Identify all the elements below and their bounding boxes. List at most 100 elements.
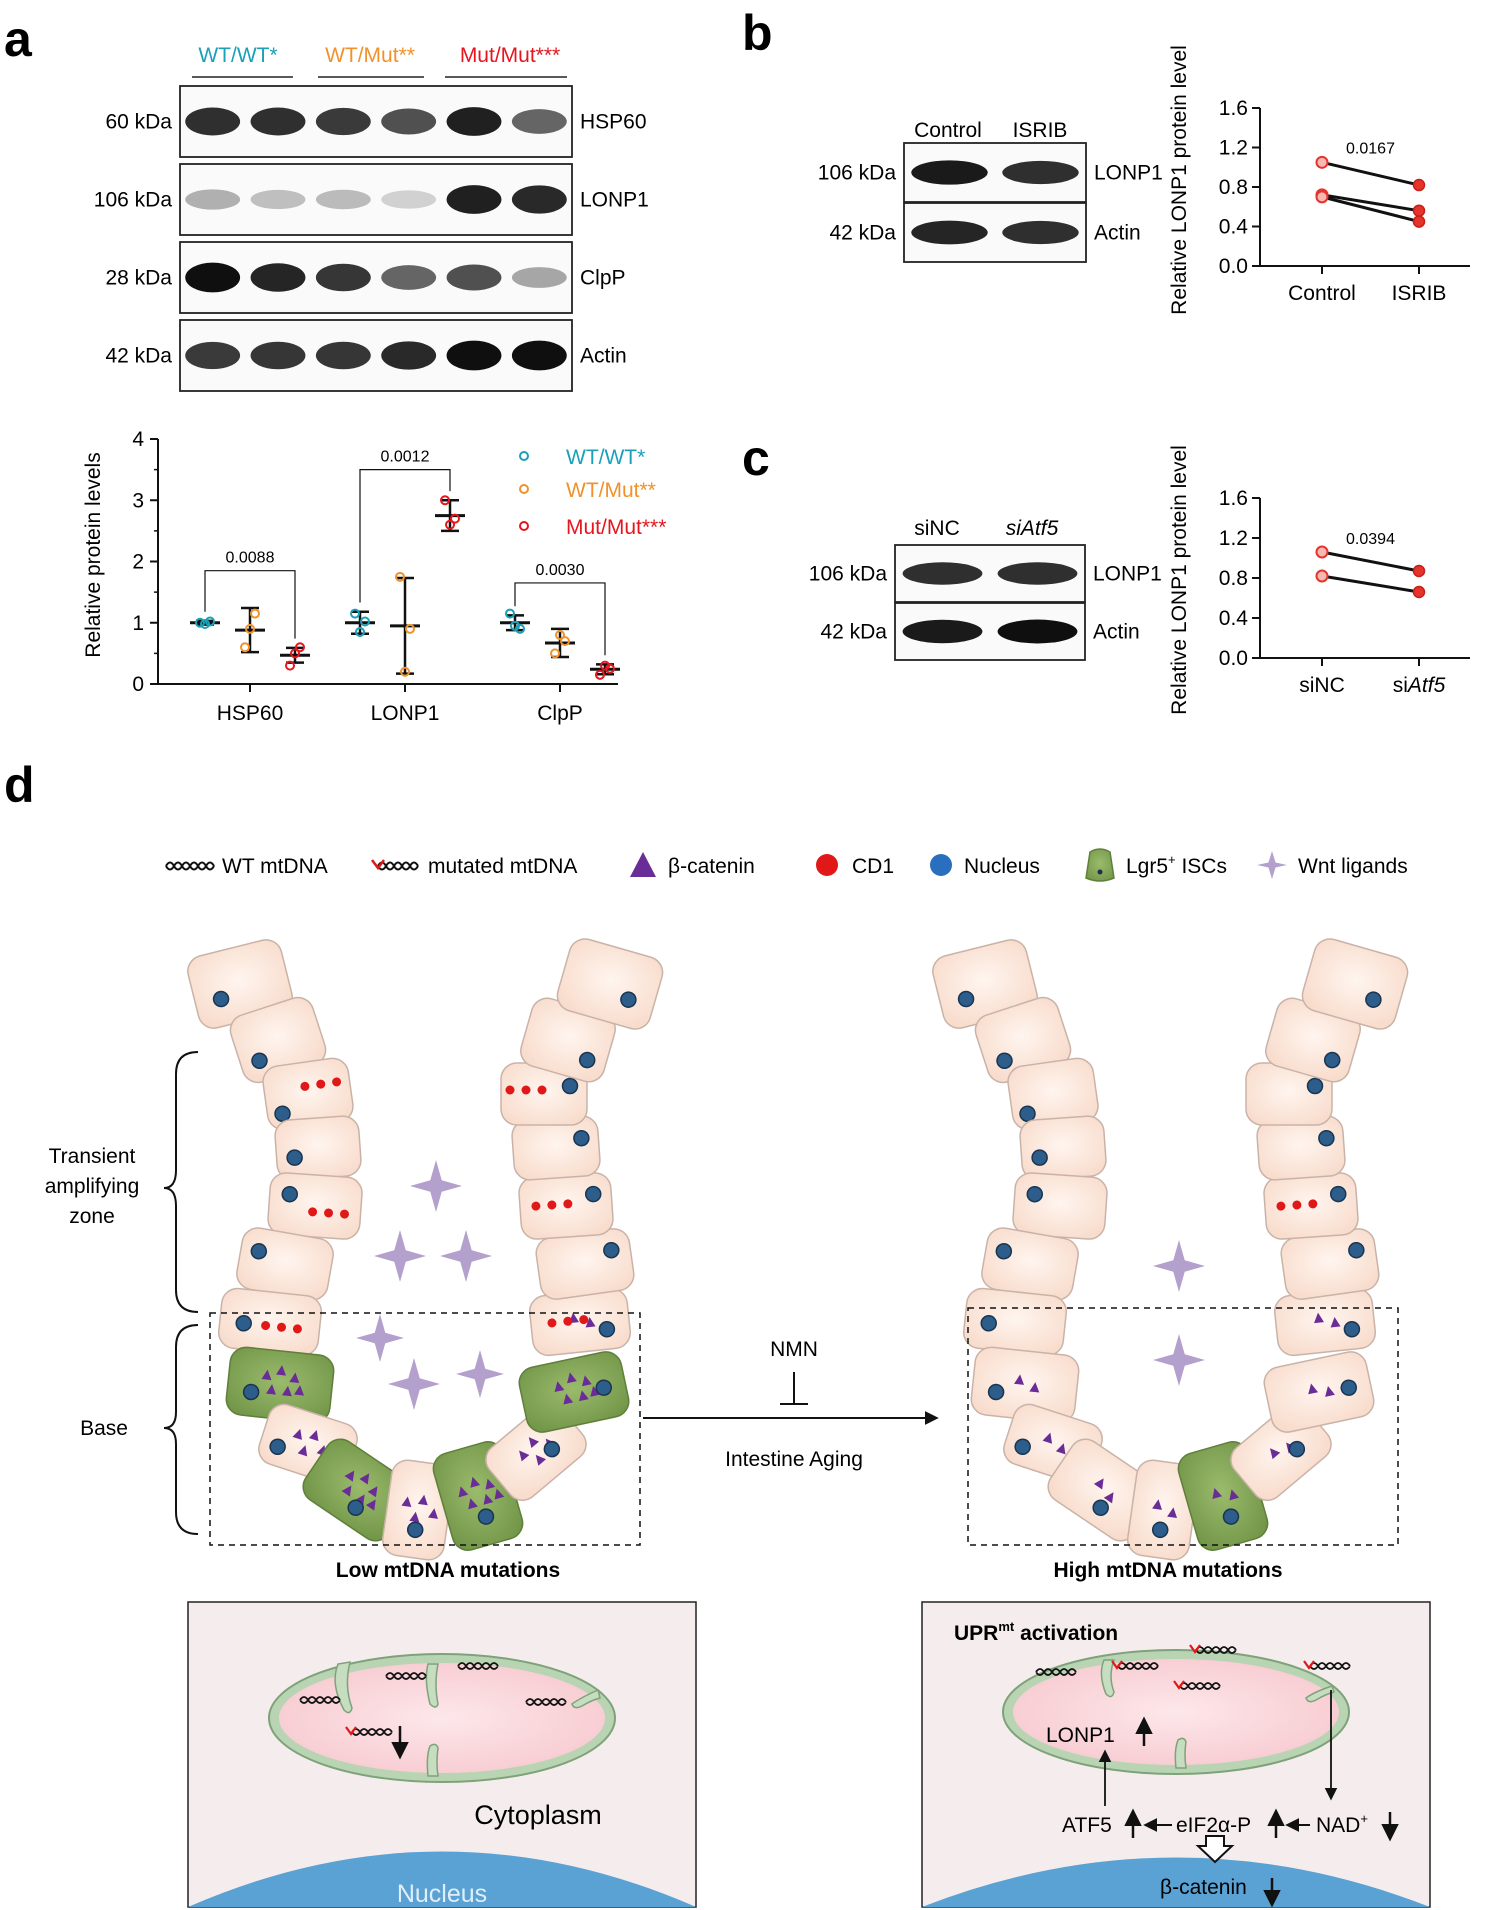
kda-label: 106 kDa (818, 162, 897, 185)
cd1 (579, 1315, 589, 1325)
bcatenin-icon (630, 852, 656, 877)
nucleus (1343, 1320, 1361, 1338)
crypt-low-mutations (187, 938, 664, 1561)
blot-actin (179, 319, 573, 392)
bcatenin (1093, 1478, 1104, 1490)
nucleus (995, 1243, 1013, 1260)
nucleus (235, 1315, 252, 1332)
nucleus (242, 1383, 260, 1401)
bcatenin (1308, 1383, 1319, 1395)
y-tick-label: 1 (132, 612, 144, 635)
significance-bracket (359, 469, 451, 603)
blot-band (185, 262, 241, 293)
lane-label-siatf5: siAtf5 (1006, 517, 1059, 540)
blot-hsp60 (179, 85, 573, 158)
wt-mtdna-icon (525, 1698, 567, 1706)
data-point (450, 513, 460, 524)
blot-band (511, 109, 567, 134)
lonp1-label: LONP1 (1046, 1724, 1115, 1747)
cd1 (547, 1318, 557, 1328)
data-point (245, 623, 255, 634)
blot-band (315, 107, 371, 136)
cd1 (324, 1208, 334, 1218)
legend-bcatenin: β-catenin (668, 855, 755, 878)
low-caption: Low mtDNA mutations (336, 1559, 560, 1582)
aging-label: Intestine Aging (725, 1448, 863, 1471)
data-point (505, 608, 515, 619)
nucleus-label-left: Nucleus (397, 1880, 487, 1908)
data-point (295, 642, 305, 653)
zone-brace (163, 1051, 199, 1313)
mutated-mtdna-icon (345, 1726, 393, 1736)
wnt-ligand (440, 1230, 492, 1282)
base-label: Base (80, 1417, 128, 1440)
y-tick-label: 0 (132, 673, 144, 696)
bcatenin (567, 1372, 577, 1384)
kda-label: 106 kDa (94, 189, 173, 212)
blot-band (997, 619, 1078, 644)
svg-text:amplifying: amplifying (45, 1175, 140, 1198)
bcatenin (494, 1488, 505, 1500)
cd1 (531, 1201, 541, 1211)
chart-b: Relative LONP1 protein level 0.00.40.81.… (1168, 45, 1470, 315)
y-tick-label: 0.4 (1219, 607, 1249, 630)
epithelial-cell (974, 996, 1072, 1084)
blot-band (911, 160, 988, 185)
group-headers: WT/WT* WT/Mut** Mut/Mut*** (192, 44, 567, 78)
y-axis-label: Relative protein levels (82, 452, 105, 657)
protein-label: Actin (1094, 222, 1141, 245)
data-point (290, 648, 300, 659)
blot-band (185, 189, 241, 210)
epithelial-cell (1273, 1287, 1377, 1357)
bcatenin (585, 1316, 596, 1328)
lane-label-isrib: ISRIB (1013, 119, 1068, 142)
epithelial-cell (1263, 1172, 1359, 1240)
group-label-3: Mut/Mut*** (460, 44, 560, 67)
bcatenin (579, 1390, 589, 1402)
data-point-after (1412, 564, 1426, 578)
wnt-ligand (374, 1230, 426, 1282)
high-caption: High mtDNA mutations (1053, 1559, 1282, 1582)
bcatenin (276, 1365, 287, 1376)
legend-wt-mtdna: WT mtDNA (222, 855, 328, 878)
bcatenin (341, 1485, 352, 1497)
bcatenin (1042, 1432, 1053, 1444)
data-point (515, 623, 525, 634)
protein-label: LONP1 (1094, 162, 1163, 185)
epithelial-cell (1263, 1351, 1375, 1433)
blot-band (250, 189, 306, 210)
panel-letter-c: c (742, 430, 770, 486)
bcatenin (281, 1385, 292, 1397)
legend-label-1: WT/WT* (566, 446, 645, 469)
blot-clpp (179, 241, 573, 314)
nucleus (281, 1185, 299, 1203)
blot-band (315, 189, 371, 210)
wt-mtdna-icon (457, 1662, 499, 1670)
mutated-mtdna-icon (1303, 1660, 1351, 1670)
mitochondria-high-box: UPRmt activation LONP1 ATF5 eIF2α-P NAD+… (921, 1601, 1431, 1908)
bcatenin (563, 1393, 574, 1405)
group-label-1: WT/WT* (198, 44, 277, 67)
blot-band (381, 341, 437, 370)
cd1 (1292, 1200, 1302, 1210)
base-box-right (967, 1307, 1399, 1546)
p-value-label: 0.0394 (1346, 531, 1395, 548)
epithelial-cell (267, 1172, 363, 1240)
nucleus (1318, 1129, 1335, 1147)
x-tick-label: ISRIB (1392, 282, 1447, 305)
nucleus-dome-left (188, 1851, 696, 1907)
data-point (205, 616, 215, 627)
blot-band (1002, 220, 1079, 245)
bcatenin (428, 1508, 438, 1519)
nucleus (603, 1241, 620, 1259)
nucleus (1306, 1077, 1324, 1095)
epithelial-cell (1007, 1057, 1099, 1131)
epithelial-cell (500, 1062, 588, 1126)
data-point (440, 495, 450, 506)
nucleus (980, 1315, 997, 1332)
lgr5-icon (1085, 848, 1115, 882)
data-point (285, 660, 295, 671)
bcatenin (308, 1430, 319, 1442)
